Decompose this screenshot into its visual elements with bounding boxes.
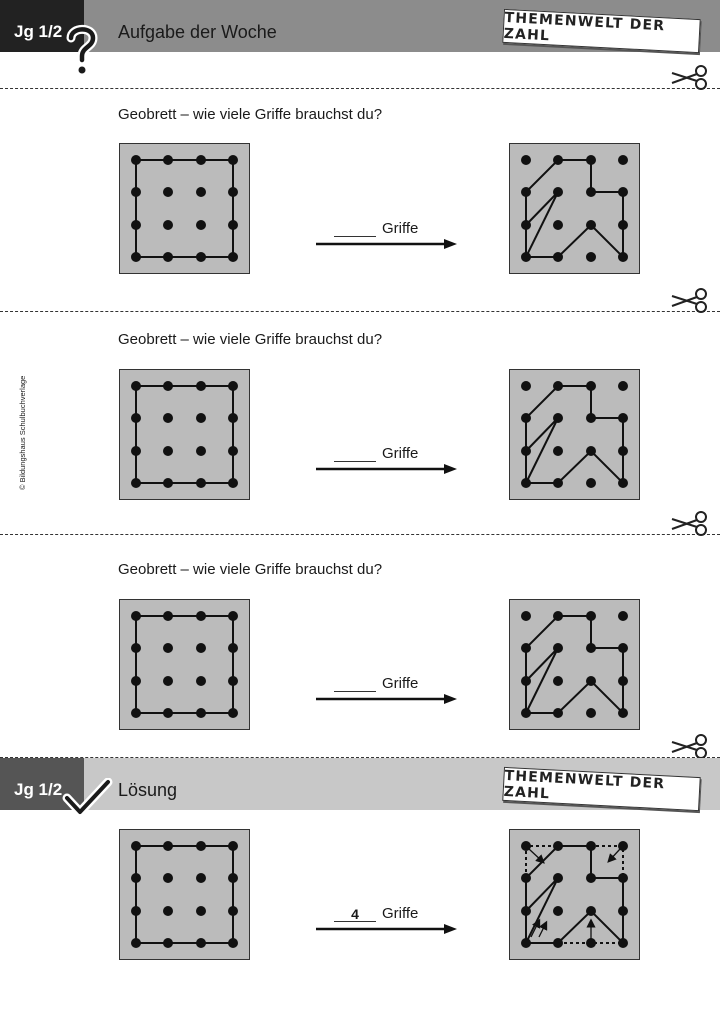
answer-label: Griffe	[382, 220, 419, 237]
scissors-icon	[671, 65, 707, 90]
geoboard-target	[509, 143, 640, 274]
cut-line	[0, 311, 720, 312]
arrow-right-icon	[316, 924, 457, 934]
geoboard-start	[119, 143, 250, 274]
copyright-note: © Bildungshaus Schulbuchverlage	[18, 375, 27, 490]
geoboard-solution	[509, 829, 640, 960]
grade-label: Jg 1/2	[14, 780, 63, 799]
scissors-icon	[671, 288, 707, 313]
arrow-right-icon	[316, 239, 457, 249]
cut-line	[0, 757, 720, 758]
geoboard-start	[119, 829, 250, 960]
task-question: Geobrett – wie viele Griffe brauchst du?	[118, 331, 383, 348]
answer-blank[interactable]	[334, 447, 376, 462]
geoboard-target	[509, 599, 640, 730]
geoboard-start	[119, 369, 250, 500]
answer-blank[interactable]	[334, 222, 376, 237]
answer-arrow: Griffe	[316, 445, 458, 475]
scissors-icon	[671, 734, 707, 759]
solution-answer: 4	[334, 907, 376, 922]
answer-label: Griffe	[382, 445, 419, 462]
grade-label: Jg 1/2	[14, 22, 63, 41]
header: Jg 1/2 Aufgabe der Woche	[0, 0, 720, 76]
geoboard-start	[119, 599, 250, 730]
arrow-right-icon	[316, 694, 457, 704]
answer-arrow: Griffe	[316, 220, 458, 250]
answer-label: Griffe	[382, 675, 419, 692]
question-mark-icon	[66, 24, 98, 76]
answer-arrow: 4 Griffe	[316, 905, 458, 935]
task-question: Geobrett – wie viele Griffe brauchst du?	[118, 561, 383, 578]
task-question: Geobrett – wie viele Griffe brauchst du?	[118, 106, 383, 123]
cut-line	[0, 88, 720, 89]
check-mark-icon	[62, 778, 113, 817]
answer-blank[interactable]	[334, 677, 376, 692]
arrow-right-icon	[316, 464, 457, 474]
grade-badge: Jg 1/2	[0, 0, 84, 52]
solution-title: Lösung	[118, 780, 178, 800]
answer-arrow: Griffe	[316, 675, 458, 705]
geoboard-target	[509, 369, 640, 500]
scissors-icon	[671, 511, 707, 536]
answer-label: Griffe	[382, 905, 419, 922]
page-title: Aufgabe der Woche	[118, 22, 277, 42]
cut-line	[0, 534, 720, 535]
